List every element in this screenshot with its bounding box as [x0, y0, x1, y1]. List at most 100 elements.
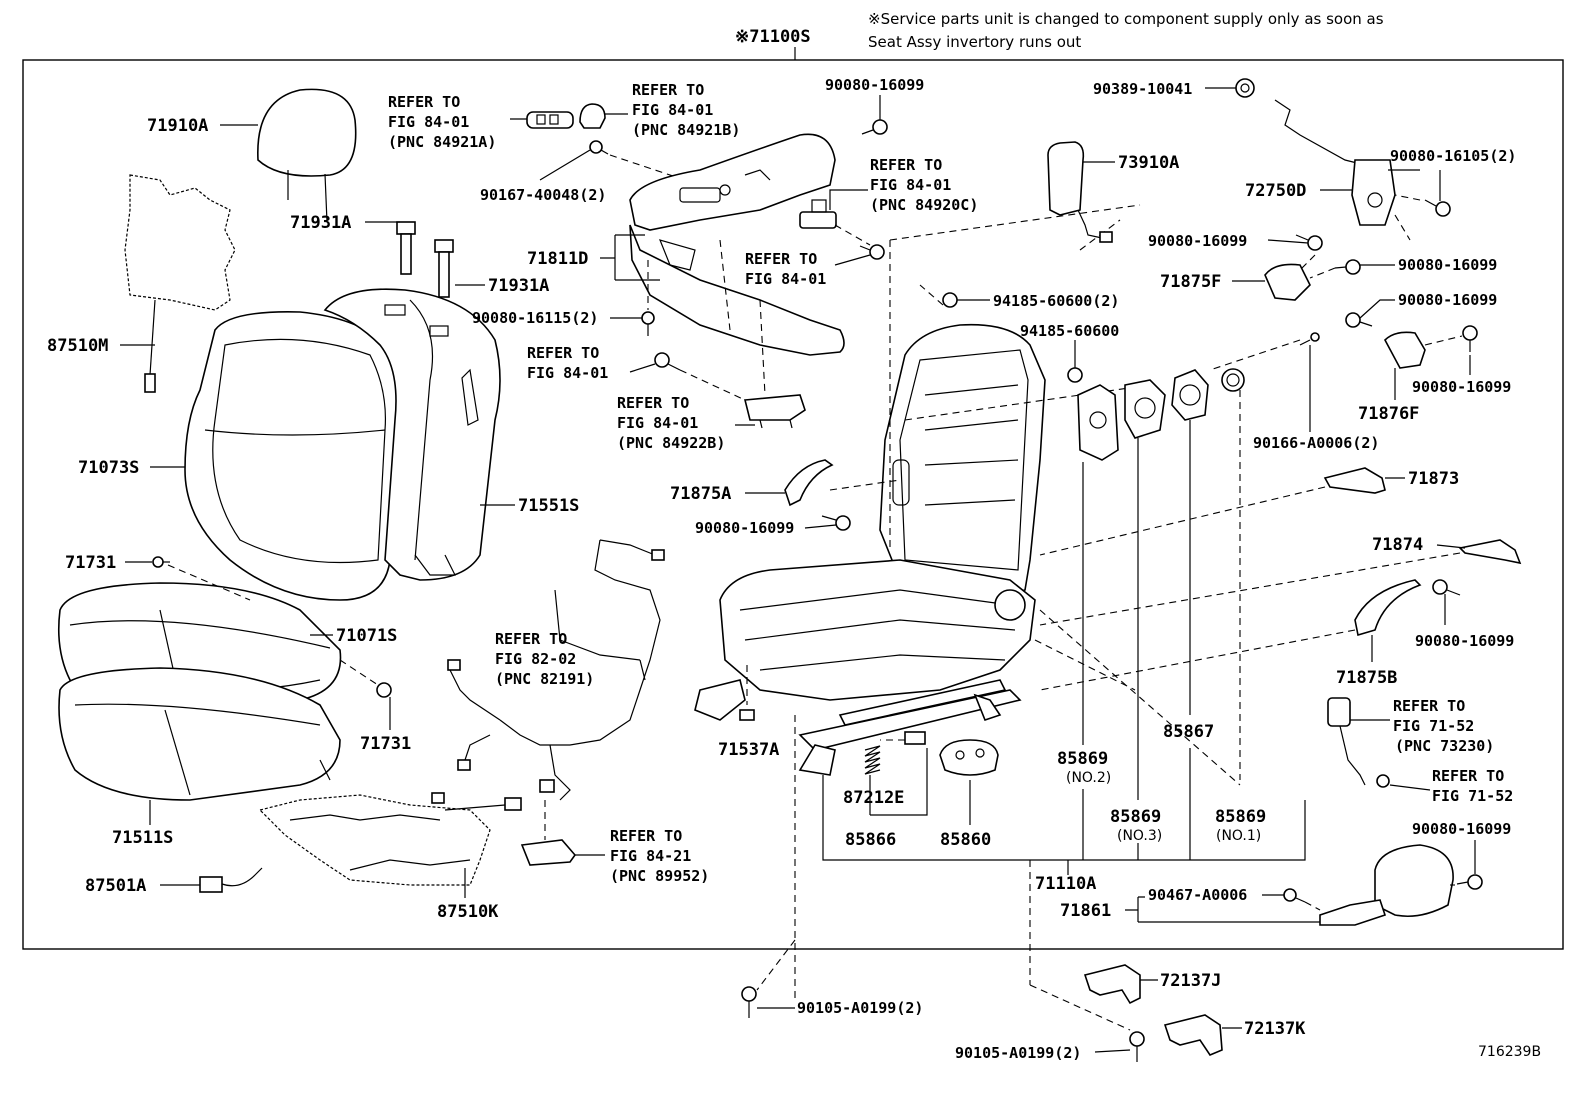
service-note-line1: ※Service parts unit is changed to compon…: [868, 10, 1384, 28]
ref-84-01-a-line2: FIG 84-01: [745, 270, 826, 288]
screw-90080-16099-h: [1456, 874, 1483, 890]
label-85869-no3-sub: (NO.3): [1117, 828, 1162, 844]
screw-90080-16099-e: [1345, 312, 1373, 328]
recliner-cover-71875F: [1264, 263, 1311, 301]
ref-82-02-line1: REFER TO: [495, 630, 567, 648]
figure-code: 716239B: [1478, 1044, 1541, 1060]
label-71537A: 71537A: [718, 740, 779, 760]
nut-94185-60600-2: [942, 292, 958, 308]
cushion-90389: [1235, 78, 1255, 98]
label-87212E: 87212E: [843, 788, 904, 808]
label-71731-1: 71731: [65, 553, 116, 573]
recliner-cover-71875B: [1354, 579, 1422, 637]
label-90080-16099-d: 90080-16099: [1398, 256, 1497, 274]
label-71931A-1: 71931A: [290, 213, 351, 233]
cover-71873: [1323, 467, 1386, 494]
side-shield-71811D: [629, 133, 845, 356]
label-85869-no2: 85869: [1057, 749, 1108, 769]
pin-90166: [1299, 332, 1320, 346]
label-85869-no2-sub: (NO.2): [1066, 770, 1111, 786]
seatback-pad: [323, 288, 501, 581]
label-71875A: 71875A: [670, 484, 731, 504]
seat-frame: [694, 323, 1046, 776]
label-72137J: 72137J: [1160, 971, 1221, 991]
bracket-84922B: [743, 394, 806, 429]
label-71551S: 71551S: [518, 496, 579, 516]
label-71875F: 71875F: [1160, 272, 1221, 292]
label-71811D: 71811D: [527, 249, 588, 269]
bolt-90105-b: [1129, 1031, 1145, 1062]
ref-84921A-line3: (PNC 84921A): [388, 133, 496, 151]
screw-90080-16099-f: [1462, 325, 1478, 352]
seat-cushion-pad: [58, 667, 341, 801]
ref-84921B-line2: FIG 84-01: [632, 101, 713, 119]
screw-90080-16099-b: [821, 515, 851, 531]
ref-73230-line3: (PNC 73230): [1395, 737, 1494, 755]
label-71931A-2: 71931A: [488, 276, 549, 296]
label-71876F: 71876F: [1358, 404, 1419, 424]
label-85869-no1-sub: (NO.1): [1216, 828, 1261, 844]
screw-84-01-right: [859, 244, 885, 260]
ref-84-01-b-line1: REFER TO: [527, 344, 599, 362]
label-87510K: 87510K: [437, 902, 499, 922]
label-90080-16099-e: 90080-16099: [1398, 291, 1497, 309]
spring-85869-no1: [1221, 368, 1245, 392]
assembly-frame: [22, 59, 1564, 950]
ref-84921A-line1: REFER TO: [388, 93, 460, 111]
ref-84920C-line1: REFER TO: [870, 156, 942, 174]
seat-wire-harness: [447, 539, 665, 801]
cushion-heater-mat: [258, 792, 522, 886]
screw-90080-16099-a: [861, 119, 888, 135]
ref-71-52-line1: REFER TO: [1432, 767, 1504, 785]
label-90080-16099-h: 90080-16099: [1412, 820, 1511, 838]
ref-84-21-line2: FIG 84-21: [610, 847, 691, 865]
ref-82-02-line2: FIG 82-02: [495, 650, 576, 668]
screw-90080-16099-c: [1295, 234, 1323, 251]
assembly-label: ※71100S: [735, 27, 811, 47]
label-87510M: 87510M: [47, 336, 108, 356]
label-71875B: 71875B: [1336, 668, 1397, 688]
ref-84922B-line2: FIG 84-01: [617, 414, 698, 432]
screw-90080-16115: [641, 311, 655, 336]
label-90080-16099-f: 90080-16099: [1412, 378, 1511, 396]
bolt-90105-a: [741, 986, 757, 1018]
ref-84-21-line3: (PNC 89952): [610, 867, 709, 885]
guide-85866: [904, 731, 926, 745]
label-72137K: 72137K: [1244, 1019, 1306, 1039]
seat-switch-89952: [520, 839, 577, 866]
ref-84-01-b-line2: FIG 84-01: [527, 364, 608, 382]
label-90080-16115: 90080-16115(2): [472, 309, 598, 327]
screw-90080-16099-g: [1432, 579, 1461, 596]
pin-90467: [1283, 888, 1306, 903]
seatback-heater-mat: [124, 174, 236, 393]
label-90105-a: 90105-A0199(2): [797, 999, 923, 1017]
ref-82-02-line3: (PNC 82191): [495, 670, 594, 688]
label-87501A: 87501A: [85, 876, 146, 896]
label-71910A: 71910A: [147, 116, 208, 136]
ref-84-21-line1: REFER TO: [610, 827, 682, 845]
screw-90080-16105: [1424, 199, 1451, 217]
motor-85869-no2: [1077, 384, 1119, 461]
label-90080-16099-c: 90080-16099: [1148, 232, 1247, 250]
label-90467: 90467-A0006: [1148, 886, 1247, 904]
label-73910A: 73910A: [1118, 153, 1179, 173]
screw-90080-16099-d: [1334, 259, 1361, 275]
label-85866: 85866: [845, 830, 896, 850]
label-90389-10041: 90389-10041: [1093, 80, 1192, 98]
headrest-support-1: [396, 221, 416, 275]
heater-connector: [199, 867, 263, 893]
screw-90167: [589, 140, 609, 155]
ref-73230-line1: REFER TO: [1393, 697, 1465, 715]
bracket-72137K: [1163, 1014, 1223, 1056]
clip-71731-2: [376, 682, 392, 698]
recliner-cover-71876F: [1384, 331, 1426, 369]
label-71511S: 71511S: [112, 828, 173, 848]
label-90080-16099-a: 90080-16099: [825, 76, 924, 94]
pad-71537A: [739, 709, 755, 721]
screw-84-01-left: [654, 352, 681, 371]
headrest-support-2: [434, 239, 454, 298]
switch-84921B: [579, 103, 606, 129]
label-71110A: 71110A: [1035, 874, 1096, 894]
cable-72750D: [1274, 99, 1396, 226]
label-90080-16099-b: 90080-16099: [695, 519, 794, 537]
